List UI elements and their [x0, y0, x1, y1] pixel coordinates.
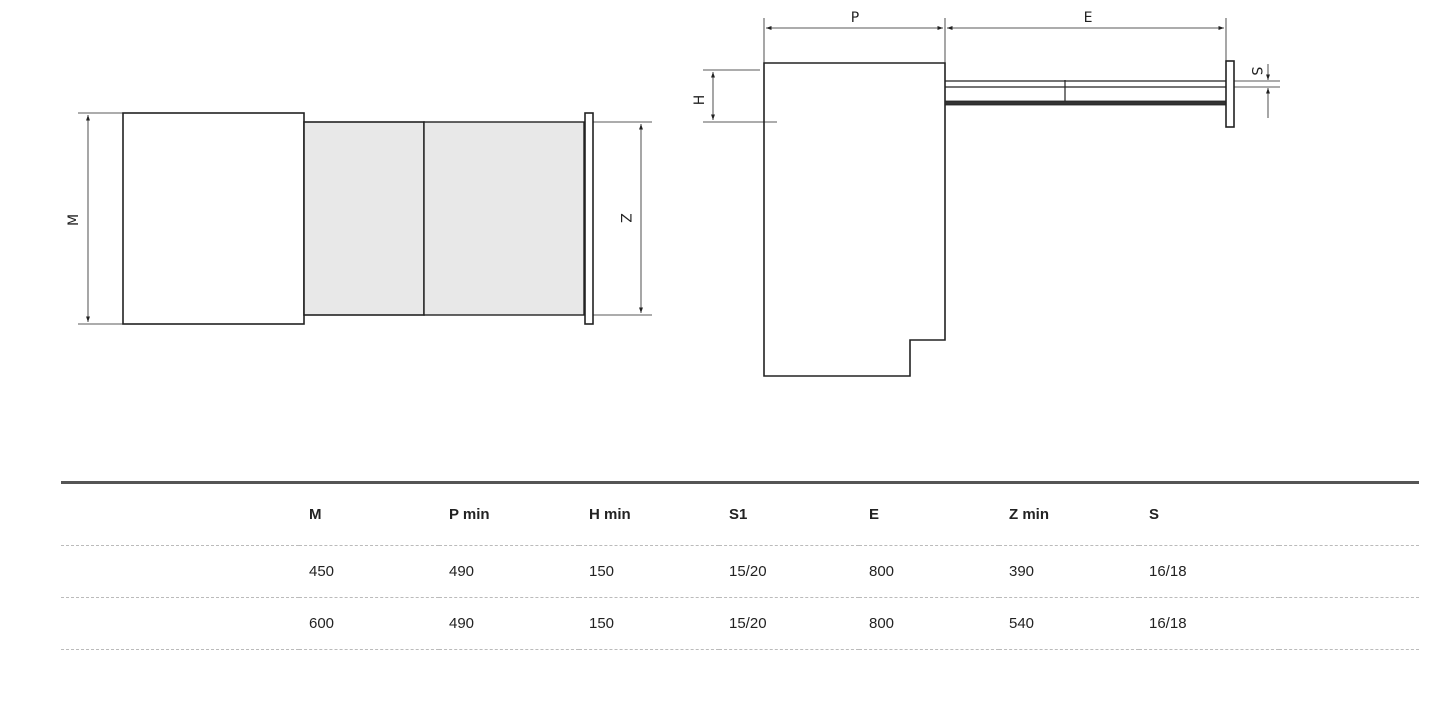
label-m: M [66, 214, 82, 226]
table-cell: 540 [999, 597, 1139, 650]
table-cell: 150 [579, 597, 719, 650]
table-row: 600 490 150 15/20 800 540 16/18 [61, 597, 1419, 650]
table-cell: 16/18 [1139, 597, 1279, 650]
table-cell: 600 [299, 597, 439, 650]
table-cell: 16/18 [1139, 545, 1279, 598]
dimensions-table: M P min H min S1 E Z min S 450 490 150 1… [61, 481, 1419, 650]
header-cell: Z min [999, 482, 1139, 546]
header-cell: H min [579, 482, 719, 546]
label-z: Z [617, 213, 633, 223]
table-cell: 800 [859, 545, 999, 598]
label-p: P [851, 10, 859, 26]
label-e: E [1084, 10, 1093, 26]
table-cell: 15/20 [719, 597, 859, 650]
table-cell: 800 [859, 597, 999, 650]
technical-drawing: M Z P E H S [66, 10, 1280, 377]
header-cell: M [299, 482, 439, 546]
header-cell: S [1139, 482, 1279, 546]
label-h: H [692, 95, 708, 106]
table-header-row: M P min H min S1 E Z min S [61, 482, 1419, 546]
header-cell: E [859, 482, 999, 546]
table-cell: 450 [299, 545, 439, 598]
table-row: 450 490 150 15/20 800 390 16/18 [61, 545, 1419, 598]
header-cell: P min [439, 482, 579, 546]
label-s: S [1248, 67, 1264, 76]
table-cell: 490 [439, 545, 579, 598]
table-cell: 150 [579, 545, 719, 598]
table-cell: 15/20 [719, 545, 859, 598]
front-view: M Z [66, 112, 652, 325]
table-cell: 490 [439, 597, 579, 650]
table-cell: 390 [999, 545, 1139, 598]
header-cell: S1 [719, 482, 859, 546]
side-view: P E H S [692, 10, 1280, 377]
